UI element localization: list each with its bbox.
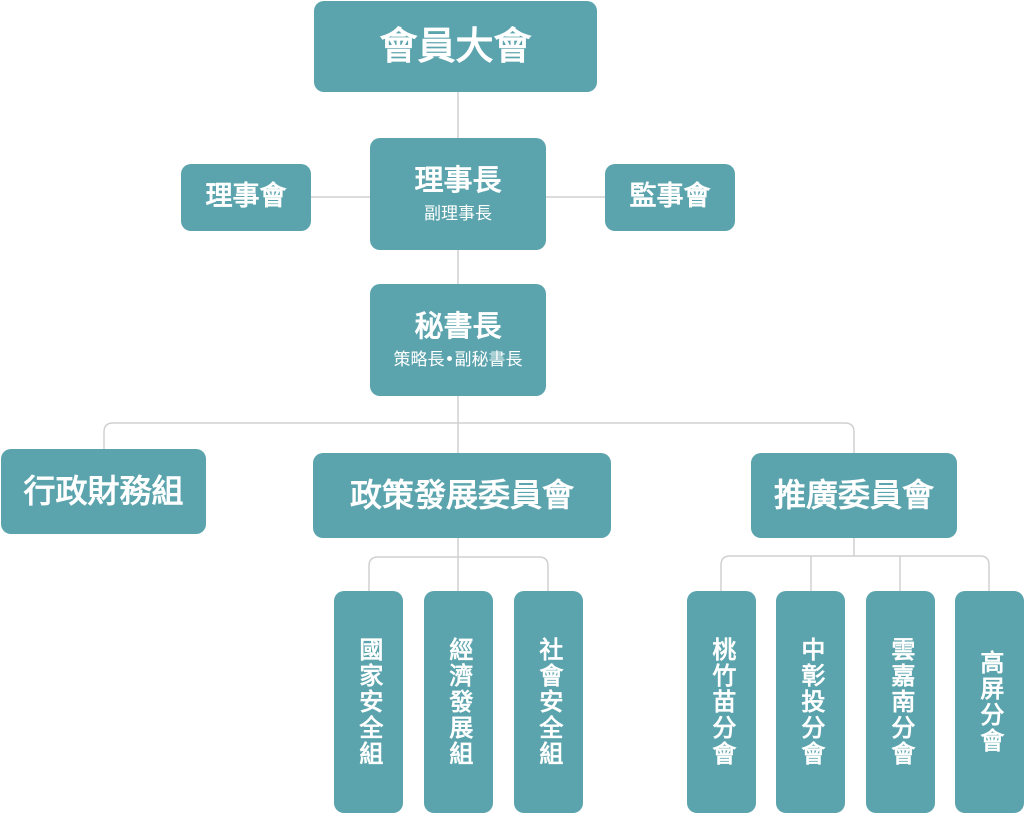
node-label: 理事會: [205, 181, 287, 213]
node-policy-group: 社會安全組: [514, 591, 583, 813]
node-policy-group: 經濟發展組: [424, 591, 493, 813]
node-branch: 桃竹苗分會: [687, 591, 756, 813]
connector-tier3-bus: [103, 422, 855, 453]
node-label: 桃竹苗分會: [707, 637, 736, 767]
node-label: 社會安全組: [534, 637, 563, 767]
node-branch: 雲嘉南分會: [866, 591, 935, 813]
connector-promotion-bus: [720, 555, 990, 591]
node-promotion-committee: 推廣委員會: [751, 453, 957, 538]
node-label: 推廣委員會: [773, 476, 934, 515]
node-label: 政策發展委員會: [349, 476, 574, 515]
node-policy-group: 國家安全組: [334, 591, 403, 813]
node-label: 秘書長: [414, 309, 502, 344]
node-secretary-general: 秘書長 策略長•副秘書長: [370, 284, 546, 396]
node-policy-committee: 政策發展委員會: [313, 453, 611, 538]
node-label: 高屏分會: [975, 650, 1004, 754]
node-general-assembly: 會員大會: [314, 1, 597, 92]
node-admin-finance: 行政財務組: [1, 449, 206, 534]
connector-policy-bus: [368, 556, 549, 591]
node-label: 會員大會: [379, 23, 532, 68]
node-label: 監事會: [629, 181, 711, 213]
node-supervisors: 監事會: [605, 164, 735, 231]
node-label: 中彰投分會: [796, 637, 825, 767]
node-branch: 中彰投分會: [776, 591, 845, 813]
node-label: 行政財務組: [23, 472, 184, 511]
node-label: 雲嘉南分會: [886, 637, 915, 767]
node-sublabel: 副理事長: [424, 204, 492, 225]
node-sublabel: 策略長•副秘書長: [393, 350, 523, 371]
node-chairman: 理事長 副理事長: [370, 138, 546, 250]
node-label: 理事長: [414, 163, 502, 198]
node-branch: 高屏分會: [955, 591, 1024, 813]
node-label: 國家安全組: [354, 637, 383, 767]
node-board: 理事會: [181, 164, 311, 231]
node-label: 經濟發展組: [444, 637, 473, 767]
